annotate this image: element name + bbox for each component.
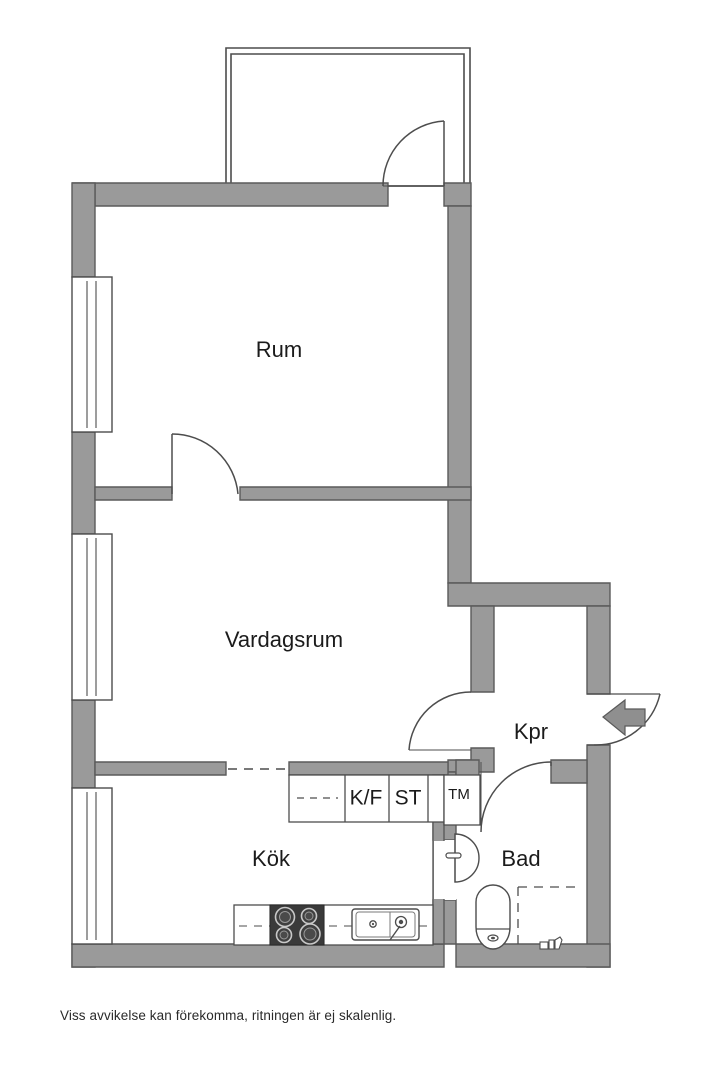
- room-label-bad: Bad: [501, 846, 540, 871]
- toilet: [475, 884, 511, 950]
- disclaimer-text: Viss avvikelse kan förekomma, ritningen …: [60, 1008, 397, 1023]
- bath-niche: [434, 841, 455, 899]
- kpr-door-left[interactable]: [408, 691, 472, 751]
- room-door[interactable]: [171, 433, 239, 495]
- bathroom-door[interactable]: [480, 761, 552, 833]
- floor-drain: [539, 936, 563, 950]
- room-label-rum: Rum: [256, 337, 302, 362]
- balcony-outline: [225, 47, 471, 187]
- balcony-door[interactable]: [382, 120, 445, 187]
- entrance-door-arrow[interactable]: [587, 693, 661, 746]
- stove-cooktop: [269, 904, 325, 946]
- window-left-lower: [71, 787, 113, 945]
- room-label-kok: Kök: [252, 846, 291, 871]
- bathroom-washbasin: [445, 833, 480, 883]
- shower-area: [517, 886, 580, 944]
- kitchen-sink: [351, 908, 420, 941]
- room-label-kpr: Kpr: [514, 719, 548, 744]
- window-left-upper: [71, 276, 113, 433]
- appliance-label-stove-cabinet: ST: [395, 787, 422, 810]
- appliance-label-washing-machine: TM: [448, 786, 470, 803]
- washing-machine-cabinet: [443, 774, 481, 826]
- appliance-label-fridge-freezer: K/F: [350, 787, 383, 810]
- room-label-vardagsrum: Vardagsrum: [225, 627, 343, 652]
- window-left-middle: [71, 533, 113, 701]
